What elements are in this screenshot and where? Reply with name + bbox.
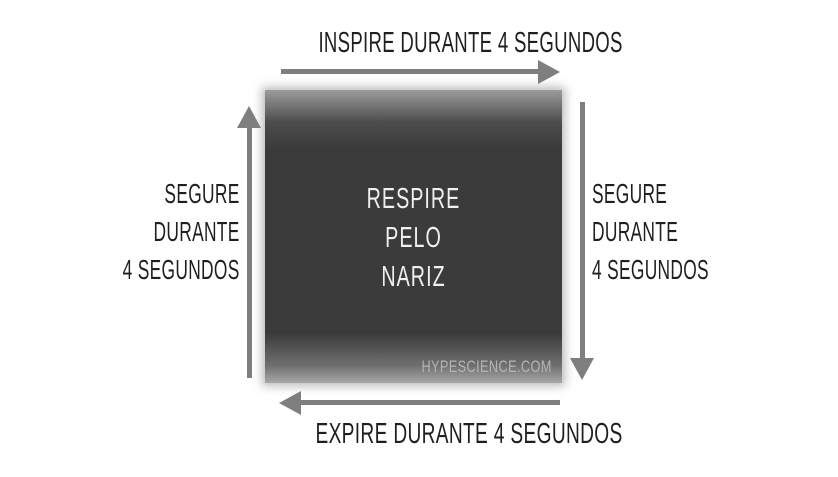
arrow-head — [570, 358, 594, 380]
box-line-3: NARIZ — [381, 261, 446, 293]
hold-right-line-2: DURANTE — [592, 216, 679, 247]
hold-right-line-3: 4 SEGUNDOS — [592, 254, 709, 285]
arrow-shaft — [299, 400, 560, 405]
arrow-shaft — [246, 126, 252, 378]
arrow-down-icon — [570, 102, 594, 380]
arrow-head — [538, 60, 560, 84]
hold-right-line-1: SEGURE — [592, 178, 668, 209]
arrow-right-icon — [281, 60, 560, 84]
breathing-box: RESPIRE PELO NARIZ HYPESCIENCE.COM — [265, 90, 562, 383]
box-center-text: RESPIRE PELO NARIZ — [313, 180, 515, 297]
arrow-up-icon — [237, 106, 261, 378]
hold-right-instruction-label: SEGURE DURANTE 4 SEGUNDOS — [592, 175, 709, 289]
box-line-1: RESPIRE — [366, 183, 461, 215]
arrow-head — [279, 391, 301, 415]
arrow-head — [237, 106, 261, 128]
inhale-instruction-label: INSPIRE DURANTE 4 SEGUNDOS — [318, 27, 623, 59]
exhale-instruction-label: EXPIRE DURANTE 4 SEGUNDOS — [315, 418, 623, 450]
hold-left-line-1: SEGURE — [164, 178, 240, 209]
hold-left-line-3: 4 SEGUNDOS — [123, 254, 240, 285]
arrow-shaft — [281, 69, 540, 74]
hold-left-line-2: DURANTE — [153, 216, 240, 247]
arrow-shaft — [579, 102, 585, 360]
hold-left-instruction-label: SEGURE DURANTE 4 SEGUNDOS — [123, 175, 240, 289]
arrow-left-icon — [279, 391, 560, 415]
box-line-2: PELO — [385, 222, 442, 254]
watermark-text: HYPESCIENCE.COM — [421, 357, 552, 376]
